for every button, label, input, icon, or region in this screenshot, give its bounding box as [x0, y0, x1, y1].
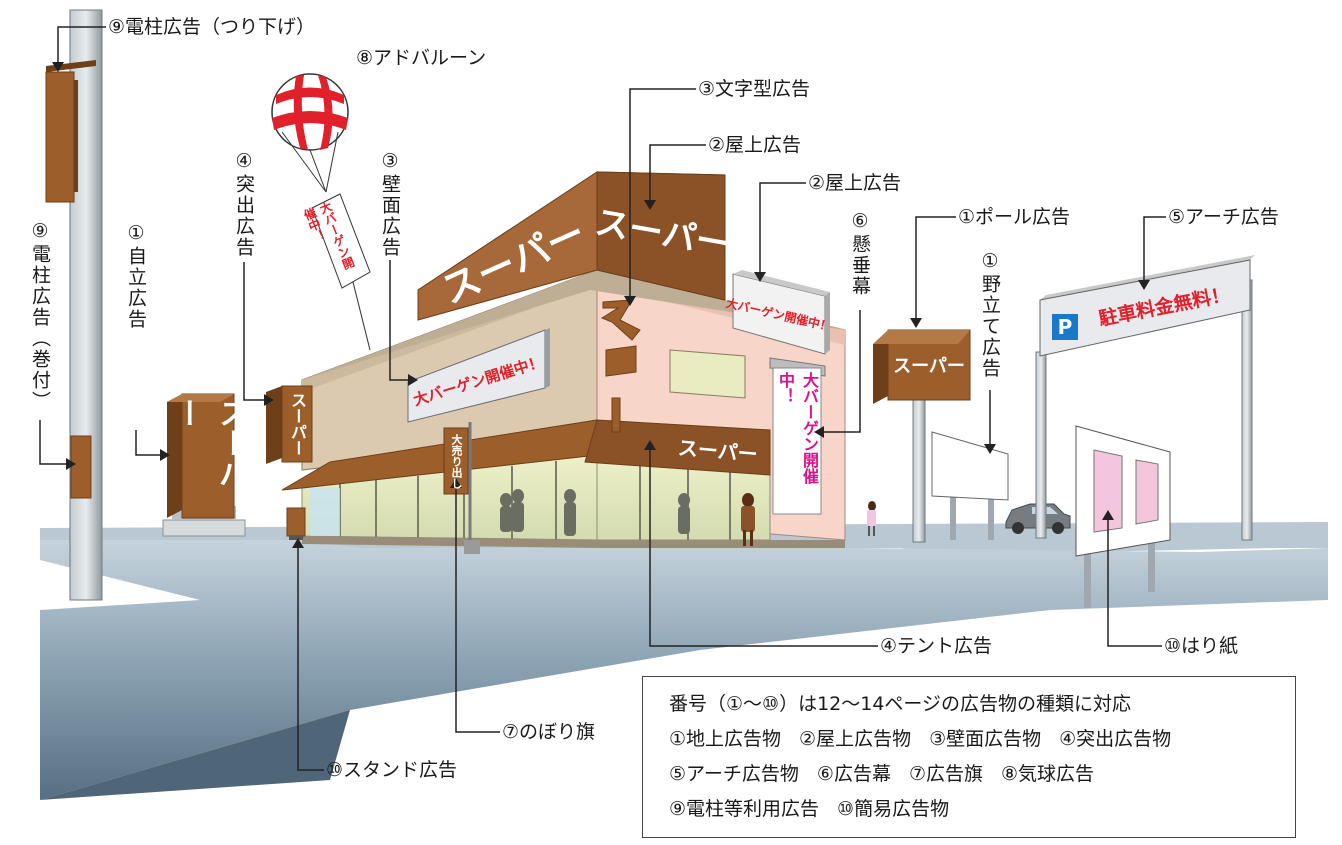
pedestrians: [500, 489, 690, 536]
legend-item: ⑧気球広告: [1001, 763, 1095, 785]
label-tent: ④テント広告: [880, 635, 993, 657]
legend-row-3: ⑨電柱等利用広告 ⑩簡易広告物: [669, 792, 1269, 827]
label-pole-hanging: ⑨電柱広告（つり下げ）: [108, 16, 316, 38]
wrapped-pole-sign: [70, 435, 92, 499]
legend-item: ⑤アーチ広告物: [669, 763, 799, 785]
tent-awning: [281, 419, 771, 491]
label-wall-sign: ③壁面広告: [379, 150, 401, 258]
legend-row-2: ⑤アーチ広告物 ⑥広告幕 ⑦広告旗 ⑧気球広告: [669, 757, 1269, 792]
label-nobori: ⑦のぼり旗: [502, 721, 596, 743]
label-stand: ⑩スタンド広告: [326, 759, 458, 781]
legend-item: ④突出広告物: [1059, 728, 1172, 750]
poster-board: [1075, 425, 1171, 608]
stand-sign: [286, 507, 306, 540]
arch-sign: [1035, 255, 1255, 541]
protruding-sign-text: スーパー: [288, 392, 307, 456]
ad-balloon: [271, 73, 371, 351]
leader-lines: [39, 26, 1166, 771]
arrowheads: [52, 62, 1150, 548]
label-hanging-banner: ⑥懸垂幕: [849, 210, 871, 297]
legend-item: ①地上広告物: [669, 728, 782, 750]
label-arch-sign: ⑤アーチ広告: [1168, 206, 1279, 228]
store-building: [301, 269, 846, 548]
legend-row-1: ①地上広告物 ②屋上広告物 ③壁面広告物 ④突出広告物: [669, 722, 1269, 757]
pole-sign-text: スーパー: [893, 356, 965, 377]
wall-sign: [407, 328, 550, 423]
protruding-sign: [266, 385, 313, 464]
legend-intro: 番号（①〜⑩）は12〜14ページの広告物の種類に対応: [669, 693, 1132, 715]
label-ad-balloon: ⑧アドバルーン: [356, 47, 487, 69]
label-pole-sign: ①ポール広告: [958, 206, 1071, 228]
label-rooftop-b: ②屋上広告: [808, 172, 902, 194]
legend-item: ⑥広告幕: [816, 763, 891, 785]
label-rooftop-a: ②屋上広告: [708, 134, 802, 156]
parking-symbol: P: [1057, 315, 1073, 339]
legend-box: 番号（①〜⑩）は12〜14ページの広告物の種類に対応 ①地上広告物 ②屋上広告物 ③…: [642, 676, 1296, 838]
legend-item: ⑦広告旗: [908, 763, 983, 785]
rooftop-sign-main: [417, 171, 726, 321]
freestanding-sign: [167, 393, 235, 519]
label-freestanding: ①自立広告: [125, 222, 147, 330]
letter-sign: [600, 299, 641, 433]
label-pole-wrap: ⑨電柱広告（巻付）: [29, 220, 51, 412]
freestanding-sign-text: スーパー: [169, 398, 248, 488]
label-protruding: ④突出広告: [233, 150, 255, 258]
legend-item: ②屋上広告物: [799, 728, 912, 750]
legend-item: ⑨電柱等利用広告: [669, 798, 820, 820]
label-field-billboard: ①野立て広告: [979, 250, 1001, 379]
legend-item: ⑩簡易広告物: [837, 798, 950, 820]
nobori-text: 大売り出し: [450, 433, 463, 489]
label-poster: ⑩はり紙: [1164, 635, 1239, 657]
label-letter-sign: ③文字型広告: [698, 78, 811, 100]
shopper-woman: [741, 493, 755, 546]
hanging-banner-text: 大バーゲン開催中！: [776, 372, 819, 484]
walker-pink: [867, 501, 876, 536]
hanging-pole-sign: [45, 60, 96, 203]
pole-sign: [873, 329, 971, 543]
nobori-flag: [443, 422, 480, 554]
hanging-banner: [769, 357, 826, 515]
legend-item: ③壁面広告物: [929, 728, 1042, 750]
